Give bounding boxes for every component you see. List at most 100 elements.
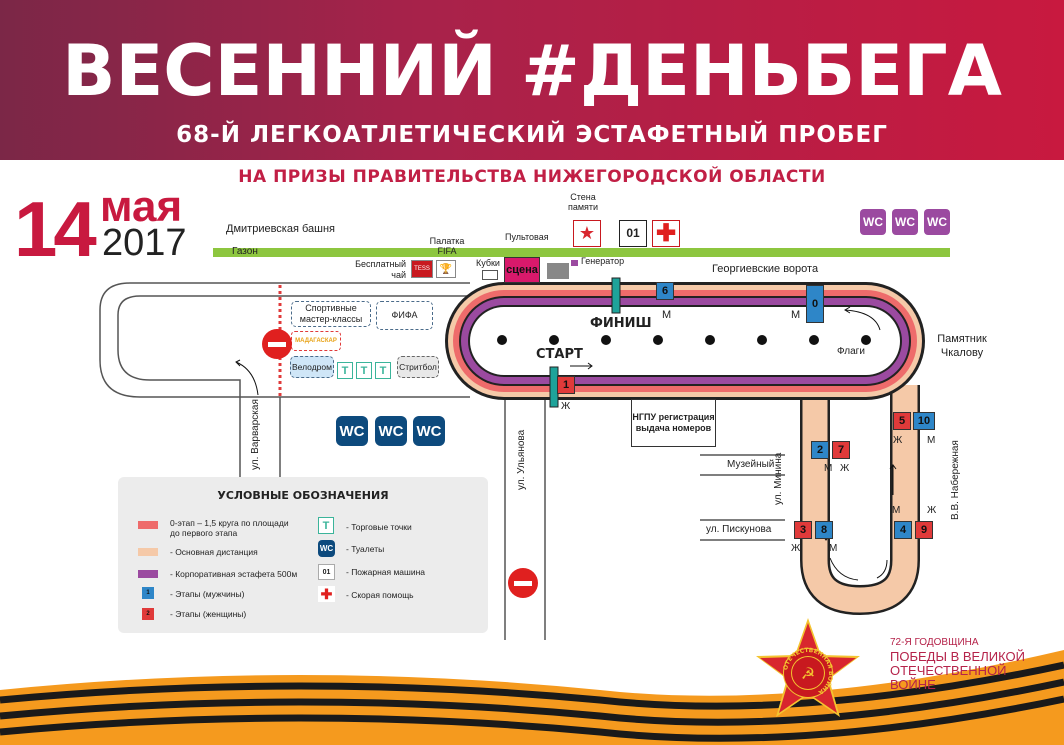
stage-9: 9 xyxy=(915,521,933,539)
subtitle: 68-Й ЛЕГКОАТЛЕТИЧЕСКИЙ ЭСТАФЕТНЫЙ ПРОБЕГ xyxy=(176,122,888,148)
svg-text:☭: ☭ xyxy=(801,666,815,683)
legend-fire: - Пожарная машина xyxy=(346,567,426,577)
label-memory-wall: Стена памяти xyxy=(567,192,599,212)
branch-main-distance xyxy=(802,385,918,613)
stage-5: 5 xyxy=(893,412,911,430)
label-generator: Генератор xyxy=(581,256,625,266)
label-minina: ул. Минина xyxy=(773,452,784,505)
gender-m: М xyxy=(927,435,936,446)
memory-star-icon: ★ xyxy=(573,220,601,247)
fifa-cup-icon: 🏆 xyxy=(436,260,456,278)
anniversary-label: 72-Я ГОДОВЩИНА xyxy=(890,637,979,648)
gender-m: М xyxy=(824,463,833,474)
legend-ambulance-icon: ✚ xyxy=(318,586,335,602)
ngpu-registration: НГПУ регистрация выдача номеров xyxy=(631,399,716,447)
legend-stage-women-icon: 2 xyxy=(142,608,154,620)
legend-fire-icon: 01 xyxy=(318,564,335,580)
stage-3: 3 xyxy=(794,521,812,539)
fifa-area: ФИФА xyxy=(376,301,433,330)
gender-w: Ж xyxy=(927,505,937,516)
generator-icon xyxy=(571,260,578,266)
ambulance-cross-icon: ✚ xyxy=(652,220,680,247)
legend-trade: - Торговые точки xyxy=(346,522,412,532)
stage-box: сцена xyxy=(504,257,540,283)
legend-men: - Этапы (мужчины) xyxy=(170,589,245,599)
label-chkalov: Памятник Чкалову xyxy=(937,333,987,359)
legend-swatch-corporate xyxy=(138,570,158,578)
stage-10: 10 xyxy=(913,412,935,430)
label-dmitrievskaya: Дмитриевская башня xyxy=(226,223,336,235)
legend-zero-stage: 0-этап – 1,5 круга по площади до первого… xyxy=(170,518,289,538)
label-varvarskaya: ул. Варварская xyxy=(250,399,261,470)
legend-wc-icon: WC xyxy=(318,540,335,557)
trade-point-3: Т xyxy=(375,362,391,379)
gender-m: М xyxy=(662,309,672,321)
madagascar-area: МАДАГАСКАР xyxy=(291,331,341,351)
legend-wc: - Туалеты xyxy=(346,544,385,554)
date-month: мая xyxy=(100,182,183,231)
label-museum: Музейный xyxy=(727,459,775,470)
wc-3: WC xyxy=(413,416,445,446)
legend-women: - Этапы (женщины) xyxy=(170,609,247,619)
gender-w: Ж xyxy=(840,463,850,474)
no-entry-icon-2 xyxy=(508,568,538,598)
flag-dots xyxy=(497,335,871,345)
label-cups: Кубки xyxy=(476,258,500,268)
st-george-ribbon xyxy=(0,640,1064,745)
gender-m: М xyxy=(791,309,801,321)
label-fifa-tent: Палатка FIFA xyxy=(429,236,465,256)
wc-1: WC xyxy=(336,416,368,446)
label-ulyanova: ул. Ульянова xyxy=(516,429,527,490)
stage-0: 0 xyxy=(806,285,824,323)
wc-2: WC xyxy=(375,416,407,446)
branch-outline xyxy=(800,385,920,616)
gender-w: Ж xyxy=(561,401,571,412)
gender-m: М xyxy=(829,543,838,554)
label-free-tea: Бесплатный чай xyxy=(355,259,406,280)
stage-6: 6 xyxy=(656,282,674,300)
legend-title: УСЛОВНЫЕ ОБОЗНАЧЕНИЯ xyxy=(217,489,389,502)
gender-w: Ж xyxy=(791,543,801,554)
label-flags: Флаги xyxy=(837,346,865,357)
legend-panel: УСЛОВНЫЕ ОБОЗНАЧЕНИЯ 0-этап – 1,5 круга … xyxy=(118,477,488,633)
gender-w: Ж xyxy=(893,435,903,446)
legend-main: - Основная дистанция xyxy=(170,547,258,557)
legend-stage-men-icon: 1 xyxy=(142,587,154,599)
header-banner xyxy=(0,0,1064,160)
wc-purple-2: WC xyxy=(892,209,918,235)
trade-point-1: Т xyxy=(337,362,353,379)
control-booth xyxy=(547,263,569,279)
velodrom-area: Велодром xyxy=(290,356,334,378)
victory-label: ПОБЕДЫ В ВЕЛИКОЙ ОТЕЧЕСТВЕННОЙ ВОЙНЕ xyxy=(890,649,1025,692)
stage-2: 2 xyxy=(811,441,829,459)
gender-m: М xyxy=(892,505,901,516)
label-georgievskie: Георгиевские ворота xyxy=(712,263,819,275)
label-naberezhnaya: В.В. Набережная xyxy=(950,440,961,520)
no-entry-icon xyxy=(262,329,292,359)
legend-trade-icon: Т xyxy=(318,517,334,534)
streetball-area: Стритбол xyxy=(397,356,439,378)
trade-point-2: Т xyxy=(356,362,372,379)
legend-swatch-zero-stage xyxy=(138,521,158,529)
wc-purple-3: WC xyxy=(924,209,950,235)
page-title: ВЕСЕННИЙ #ДЕНЬБЕГА xyxy=(62,30,1002,112)
order-star-icon: ОТЕЧЕСТВЕННАЯ ВОЙНА ☭ xyxy=(756,618,860,717)
stage-1: 1 xyxy=(557,376,575,394)
finish-line xyxy=(611,277,621,314)
wc-purple-1: WC xyxy=(860,209,886,235)
stage-4: 4 xyxy=(894,521,912,539)
tess-logo: TESS xyxy=(411,260,433,278)
start-label: СТАРТ xyxy=(536,347,583,362)
legend-swatch-main xyxy=(138,548,158,556)
stage-7: 7 xyxy=(832,441,850,459)
legend-ambulance: - Скорая помощь xyxy=(346,590,414,600)
label-control: Пультовая xyxy=(505,232,549,242)
grass-strip xyxy=(213,248,950,257)
cups-box xyxy=(482,270,498,280)
sport-classes-area: Спортивные мастер-классы xyxy=(291,301,371,327)
label-gazon: Газон xyxy=(232,246,258,257)
roads xyxy=(99,282,785,640)
date-day: 14 xyxy=(14,185,97,273)
date-year: 2017 xyxy=(102,222,187,264)
